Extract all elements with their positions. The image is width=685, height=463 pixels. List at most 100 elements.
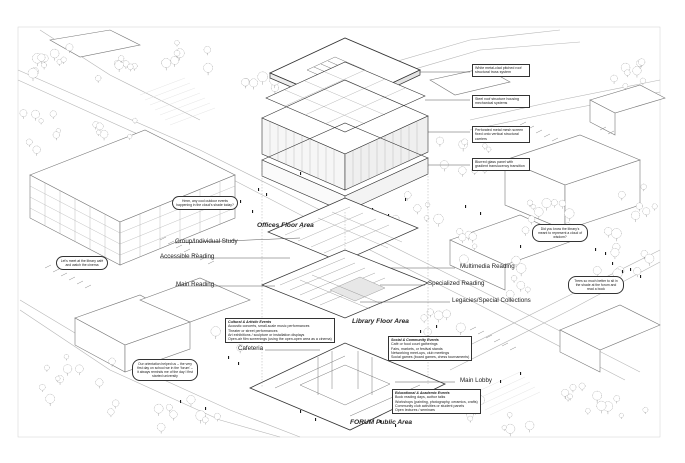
tree — [569, 384, 577, 393]
person-figure — [395, 424, 397, 427]
tree — [127, 63, 134, 72]
trees — [19, 40, 658, 437]
tree — [203, 46, 211, 56]
tree — [612, 268, 623, 282]
label-multimedia-reading: Multimedia Reading — [460, 263, 515, 270]
event-box-educational-title: Educational & Academic Events — [395, 391, 450, 395]
tree — [525, 420, 535, 433]
tree — [423, 215, 430, 222]
person-figure — [500, 380, 502, 383]
road-lower-right-edge — [449, 261, 661, 371]
tree — [156, 423, 166, 434]
tree — [561, 389, 569, 399]
person-figure — [465, 205, 467, 208]
offices-floor-slab — [267, 197, 419, 263]
tree — [413, 204, 422, 215]
tree — [26, 138, 33, 147]
event-box-social-line: Fairs, markets, or festival stands — [391, 346, 443, 351]
tree — [596, 400, 607, 414]
road-lower-left — [19, 299, 301, 438]
event-box-educational-line: Open lectures / seminars — [395, 408, 435, 413]
person-figure — [240, 200, 242, 203]
tree — [60, 56, 67, 64]
tree — [611, 228, 622, 242]
person-figure — [480, 212, 482, 215]
callout-mesh-screen: Perforated metal mesh screen fixed onto … — [472, 126, 530, 143]
tree — [622, 83, 629, 90]
blurred-glass-layer — [261, 122, 429, 213]
tree — [49, 110, 57, 119]
tree — [527, 199, 533, 208]
tree — [613, 395, 621, 404]
leader-group-study — [174, 237, 301, 244]
person-figure — [266, 193, 268, 196]
tree — [442, 309, 451, 321]
person-figure — [228, 356, 230, 359]
tree — [501, 424, 507, 432]
tree — [506, 412, 513, 419]
tree — [63, 364, 73, 376]
speech-bubble-orientation: Our orientation helped us – the very fir… — [132, 359, 198, 382]
tree — [249, 78, 258, 90]
offices-floor-title: Offices Floor Area — [257, 222, 314, 229]
tree — [32, 145, 41, 156]
label-group-study: Group/Individual Study — [175, 238, 238, 245]
event-box-cultural-line: Theater or street performances — [228, 328, 278, 333]
label-cafeteria: Cafeteria — [238, 345, 264, 352]
tree — [642, 207, 651, 218]
tree — [640, 183, 647, 192]
speech-bubble-meet-cafe: Let's meet at the library café and watch… — [56, 256, 108, 271]
tree — [631, 210, 640, 223]
speech-bubble-trees-sit-text: Trees so much better to sit in the shade… — [574, 279, 618, 292]
speech-bubble-orientation-text: Our orientation helped us – the very fir… — [137, 362, 193, 379]
person-figure — [640, 275, 642, 278]
person-figure — [605, 252, 607, 255]
tree — [174, 40, 180, 47]
tree — [486, 146, 492, 153]
tree — [132, 117, 138, 124]
tree — [425, 202, 431, 209]
person-figure — [436, 325, 438, 328]
tree — [169, 410, 178, 421]
drawing-frame — [17, 26, 661, 438]
tree — [173, 50, 181, 58]
tree — [530, 204, 536, 211]
tree — [521, 226, 530, 236]
tree — [638, 58, 646, 68]
callout-glass-panel-text: Blurred glass panel with gradient transl… — [475, 160, 525, 169]
steel-roof-layer — [265, 61, 426, 133]
person-figure — [388, 214, 390, 217]
tree — [63, 354, 70, 361]
tree — [127, 133, 133, 140]
block-far-right — [589, 84, 666, 136]
tree — [578, 382, 586, 392]
tree — [420, 314, 428, 324]
person-figure — [238, 362, 240, 365]
tree — [433, 310, 444, 323]
speech-bubble-meet-cafe-text: Let's meet at the library café and watch… — [60, 259, 104, 268]
tree — [170, 56, 179, 67]
person-figure — [180, 400, 182, 403]
tree — [27, 68, 39, 82]
event-box-social-line: Café or food court gatherings — [391, 342, 438, 347]
office-window-grid — [29, 182, 236, 257]
callout-steel-roof: Steel roof structure housing mechanical … — [472, 95, 530, 108]
mesh-screen-layer — [261, 79, 429, 191]
tree — [270, 83, 279, 94]
library-floor-title: Library Floor Area — [352, 318, 409, 325]
person-figure — [622, 270, 624, 273]
tree — [210, 326, 221, 339]
speech-bubble-cloud-meaning: Did you know the library's meant to repr… — [532, 224, 588, 243]
event-box-cultural: Cultural & Artistic Events Acoustic conc… — [225, 318, 335, 344]
tree — [257, 71, 268, 85]
tree — [426, 308, 434, 318]
tree — [95, 75, 102, 83]
person-figure — [520, 372, 522, 375]
person-figure — [595, 248, 597, 251]
event-box-social: Social & Community Events Café or food c… — [388, 336, 473, 362]
person-figure — [205, 407, 207, 410]
stack-alignment-lines — [261, 158, 429, 388]
tree — [482, 143, 488, 150]
tree — [458, 166, 467, 177]
tree — [439, 160, 449, 172]
